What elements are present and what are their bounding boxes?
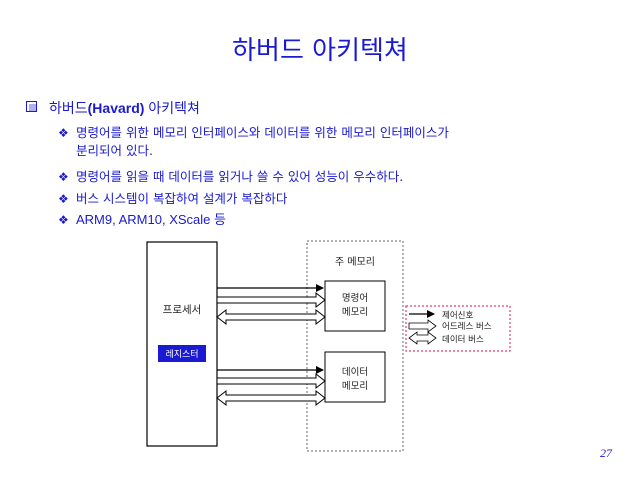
data-memory-box	[324, 351, 386, 403]
processor-box	[146, 241, 218, 447]
diamond-bullet-icon: ❖	[58, 126, 69, 140]
bullet-1-line1: 명령어를 위한 메모리 인터페이스와 데이터를 위한 메모리 인터페이스가	[76, 125, 449, 140]
legend-address-label: 어드레스 버스	[442, 321, 492, 332]
processor-label: 프로세서	[163, 304, 202, 316]
bullet-1-line2: 분리되어 있다.	[76, 143, 153, 158]
bullet-4: ❖ ARM9, ARM10, XScale 등	[58, 211, 226, 229]
heading-prefix: 하버드	[49, 100, 88, 116]
bullet-2-line1: 명령어를 읽을 때 데이터를 읽거나 쓸 수 있어 성능이 우수하다.	[76, 169, 404, 184]
legend-data-arrow	[408, 331, 437, 345]
legend-data-label: 데이터 버스	[442, 334, 484, 345]
square-bullet-icon	[26, 101, 37, 112]
bullet-2: ❖ 명령어를 읽을 때 데이터를 읽거나 쓸 수 있어 성능이 우수하다.	[58, 168, 404, 186]
main-memory-label: 주 메모리	[335, 256, 375, 268]
legend-box	[405, 305, 511, 352]
page-number: 27	[600, 446, 612, 460]
bullet-1: ❖ 명령어를 위한 메모리 인터페이스와 데이터를 위한 메모리 인터페이스가 …	[58, 124, 449, 160]
bullet-4-line1: ARM9, ARM10, XScale 등	[76, 212, 226, 227]
address-bus-arrow-instr	[216, 291, 326, 309]
register-box	[158, 345, 206, 362]
data-memory-line1: 데이터	[342, 367, 368, 378]
instruction-memory-box	[324, 280, 386, 332]
data-bus-arrow-data	[216, 389, 326, 407]
bullet-3-line1: 버스 시스템이 복잡하여 설계가 복잡하다	[76, 191, 288, 206]
legend-address-arrow	[408, 319, 437, 333]
main-memory-region	[306, 240, 404, 452]
diamond-bullet-icon: ❖	[58, 192, 69, 206]
instruction-memory-line2: 메모리	[342, 307, 368, 318]
instruction-memory-line1: 명령어	[342, 292, 368, 304]
address-bus-arrow-data	[216, 372, 326, 390]
data-memory-line2: 메모리	[342, 381, 368, 392]
heading-item: 하버드(Havard) 아키텍쳐	[26, 98, 200, 118]
diamond-bullet-icon: ❖	[58, 170, 69, 184]
bullet-3: ❖ 버스 시스템이 복잡하여 설계가 복잡하다	[58, 190, 288, 208]
legend-control-label: 제어신호	[442, 310, 473, 321]
heading-suffix: 아키텍쳐	[144, 100, 200, 116]
diamond-bullet-icon: ❖	[58, 213, 69, 227]
heading-bold: (Havard)	[87, 100, 145, 116]
register-label: 레지스터	[165, 349, 198, 360]
slide-title: 하버드 아키텍쳐	[232, 36, 408, 66]
data-bus-arrow-instr	[216, 308, 326, 326]
